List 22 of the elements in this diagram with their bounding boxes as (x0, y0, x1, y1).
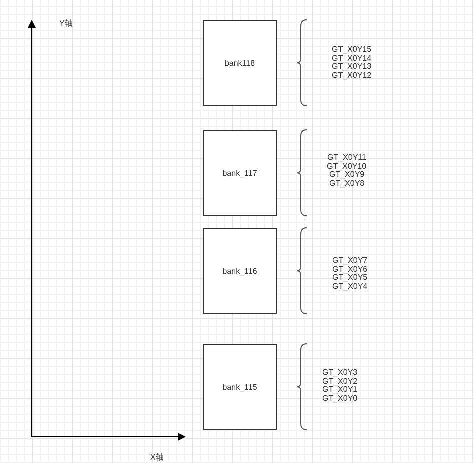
bank-box: bank_115 (203, 344, 277, 430)
pin-name: GT_X0Y2 (322, 376, 358, 386)
bank-box: bank_117 (203, 130, 277, 216)
pin-name: GT_X0Y12 (332, 71, 372, 80)
pin-name: GT_X0Y4 (332, 282, 368, 292)
pin-name: GT_X0Y11 (328, 153, 366, 162)
pin-name: GT_X0Y7 (332, 256, 368, 265)
bank-box: bank118 (203, 20, 277, 106)
pin-name: GT_X0Y5 (332, 273, 368, 282)
pin-name: GT_X0Y14 (332, 54, 372, 63)
axis-label: X轴 (150, 453, 164, 462)
bank-box: bank_116 (203, 228, 277, 314)
pin-name: GT_X0Y13 (332, 62, 372, 72)
axis-label: Y轴 (60, 19, 73, 28)
pin-name: GT_X0Y1 (322, 385, 358, 394)
pin-name: GT_X0Y15 (332, 45, 372, 54)
pin-name: GT_X0Y10 (327, 162, 367, 171)
pin-name: GT_X0Y6 (332, 264, 368, 274)
pin-name: GT_X0Y0 (322, 394, 358, 404)
pin-name: GT_X0Y3 (322, 368, 358, 377)
pin-name: GT_X0Y8 (330, 179, 365, 188)
pin-name: GT_X0Y9 (330, 170, 365, 180)
